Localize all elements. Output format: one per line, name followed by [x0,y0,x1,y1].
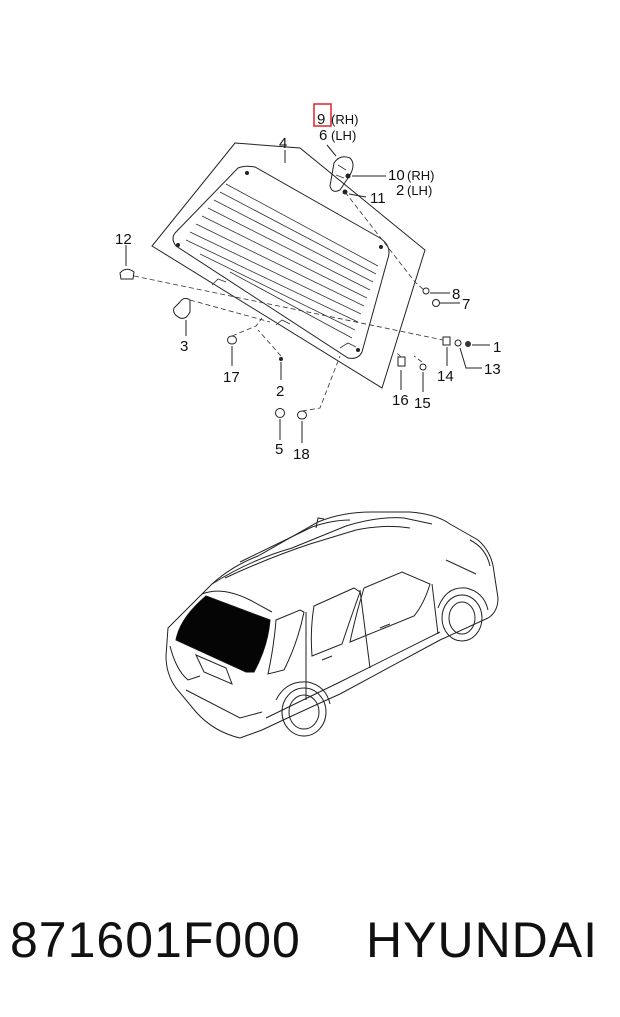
part-3-bracket [173,297,191,336]
part-8-7-fasteners [422,287,460,307]
part-number: 871601F000 [10,912,301,968]
rear-glass-assembly [151,142,426,389]
vehicle-front-wheel [441,594,483,642]
part-16-15-fasteners [397,356,427,392]
highlight-box [313,103,332,127]
part-18-washer [297,410,307,443]
callout-2: 2 [276,383,284,400]
callout-17: 17 [223,369,240,386]
callout-16: 16 [392,392,409,409]
callout-15: 15 [414,395,431,412]
callout-9: 9 [317,111,325,128]
assembly-leader-lines [133,191,444,412]
wiper-bracket [329,156,354,195]
part-2-pin [279,357,283,380]
glass-outline [151,142,426,389]
callout-5: 5 [275,441,283,458]
callout-9-rh: (RH) [331,112,358,127]
part-17-washer [227,335,237,366]
callout-10-rh: (RH) [407,168,434,183]
callout-6: 6 [319,127,327,144]
callout-10: 10 [388,167,405,184]
brand-name: HYUNDAI [366,912,599,968]
callout-6-lh: (LH) [331,128,356,143]
callout-13: 13 [484,361,501,378]
part-5-cap [275,408,285,440]
vehicle-body [165,511,499,739]
callout-2-lh-num: 2 [396,182,404,199]
part-12-grommet [119,245,135,280]
vehicle-illustration [165,511,499,739]
fastener-10 [345,173,351,179]
callout-14: 14 [437,368,454,385]
callout-1: 1 [493,339,501,356]
callout-2-lh: (LH) [407,183,432,198]
callout-4: 4 [279,135,287,152]
callout-labels: 9 (RH) 6 (LH) 4 10 (RH) 2 (LH) 11 12 8 7… [115,111,501,463]
defroster-grid [185,183,379,339]
vehicle-rear-window [175,595,271,673]
callout-11: 11 [370,190,386,207]
callout-12: 12 [115,231,132,248]
part-14-13-1-fasteners [442,336,490,369]
glass-inner-frame [172,165,390,359]
callout-18: 18 [293,446,310,463]
callout-7: 7 [462,296,470,313]
vehicle-rear-wheel [281,687,327,737]
callout-8: 8 [452,286,460,303]
callout-3: 3 [180,338,188,355]
